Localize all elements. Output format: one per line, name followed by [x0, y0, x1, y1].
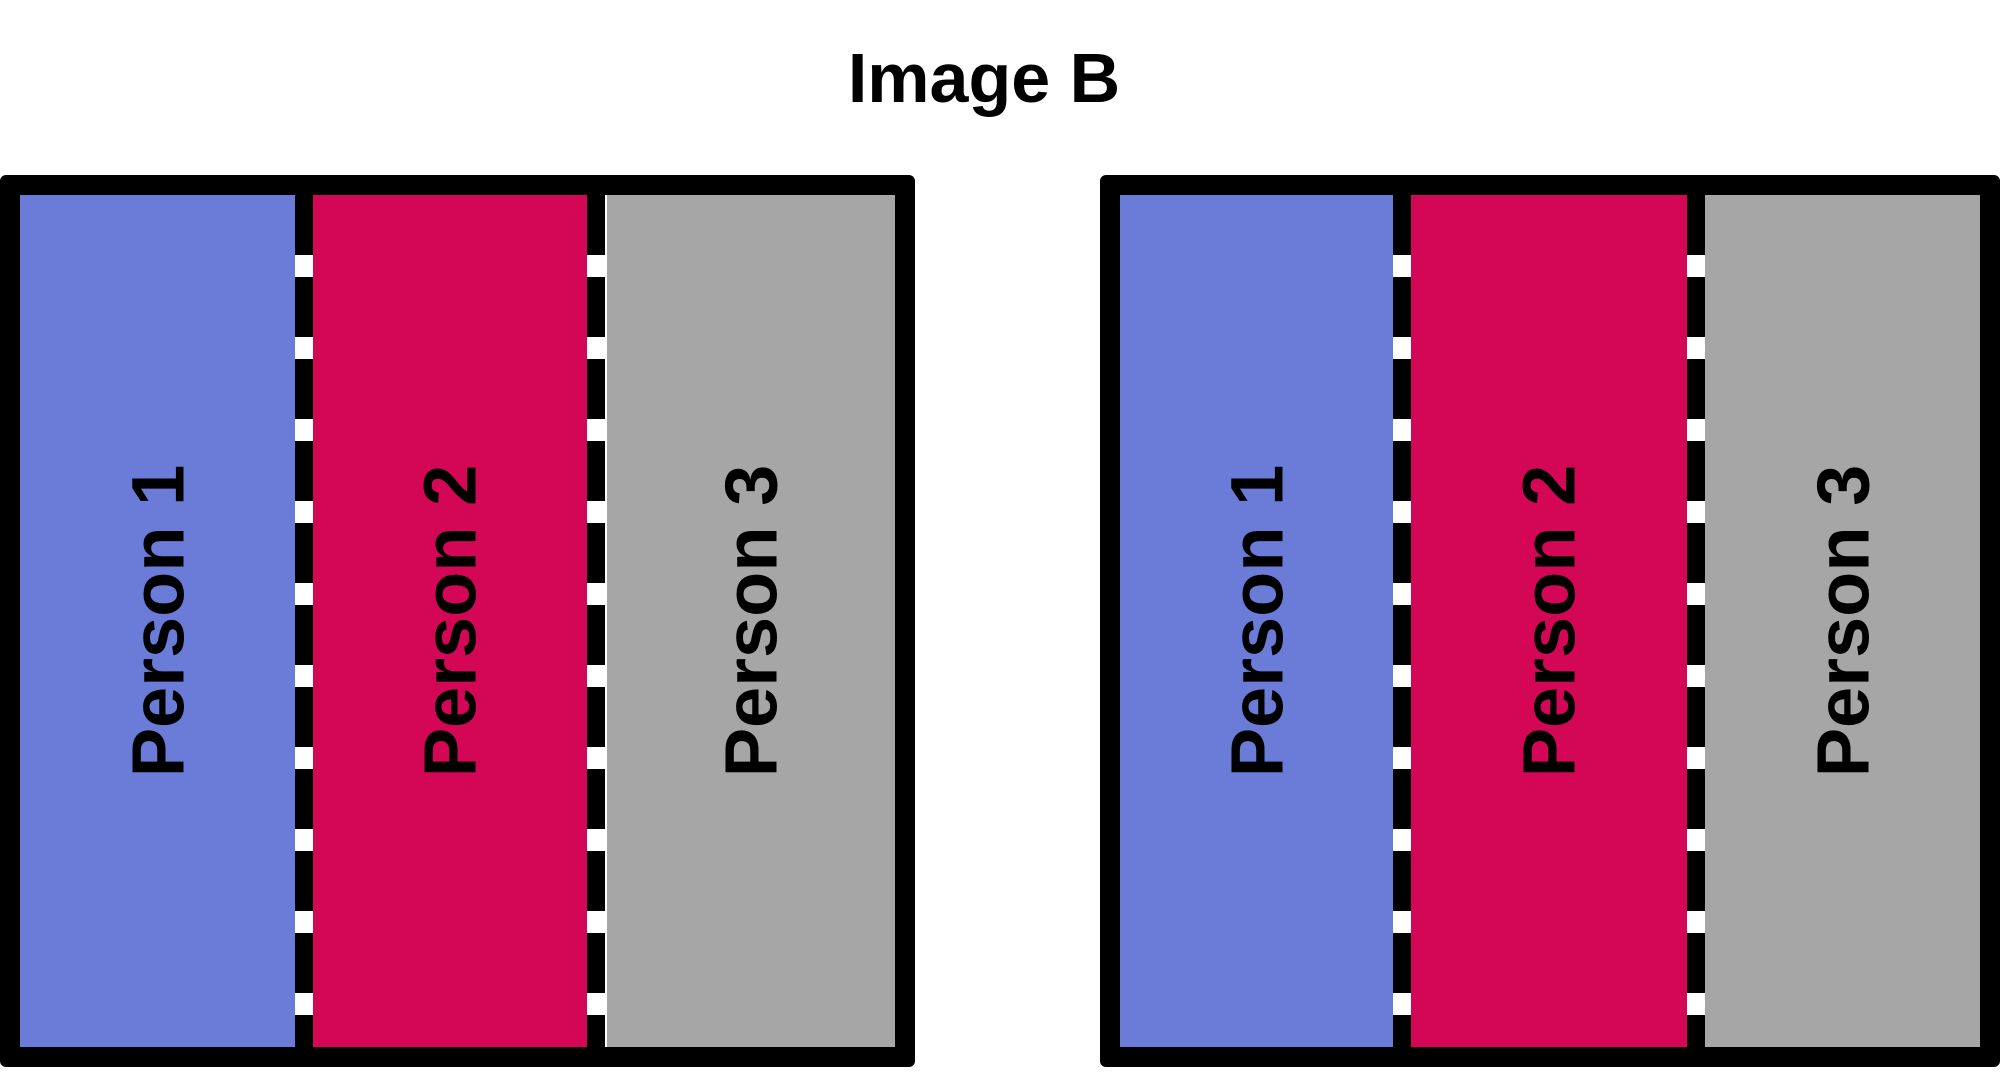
right-panel: Person 1 Person 2 Person 3	[1100, 175, 2000, 1067]
strip-label-person-1: Person 1	[1215, 464, 1298, 778]
strip-person-1: Person 1	[20, 195, 295, 1047]
strip-label-person-3: Person 3	[709, 464, 793, 778]
strip-label-person-2: Person 2	[408, 464, 492, 778]
page-title: Image B	[847, 39, 1121, 117]
strip-label-person-3: Person 3	[1801, 464, 1884, 778]
strip-person-1: Person 1	[1120, 195, 1393, 1047]
strip-person-2: Person 2	[1411, 195, 1687, 1047]
strip-person-3: Person 3	[1705, 195, 1980, 1047]
dashed-divider-1	[295, 195, 313, 1047]
left-panel: Person 1 Person 2 Person 3	[0, 175, 915, 1067]
dashed-divider-1	[1393, 195, 1411, 1047]
strip-label-person-2: Person 2	[1507, 464, 1591, 778]
strip-label-person-1: Person 1	[116, 464, 199, 778]
strip-person-2: Person 2	[313, 195, 587, 1047]
dashed-divider-2	[587, 195, 605, 1047]
dashed-divider-2	[1687, 195, 1705, 1047]
strip-person-3: Person 3	[607, 195, 895, 1047]
